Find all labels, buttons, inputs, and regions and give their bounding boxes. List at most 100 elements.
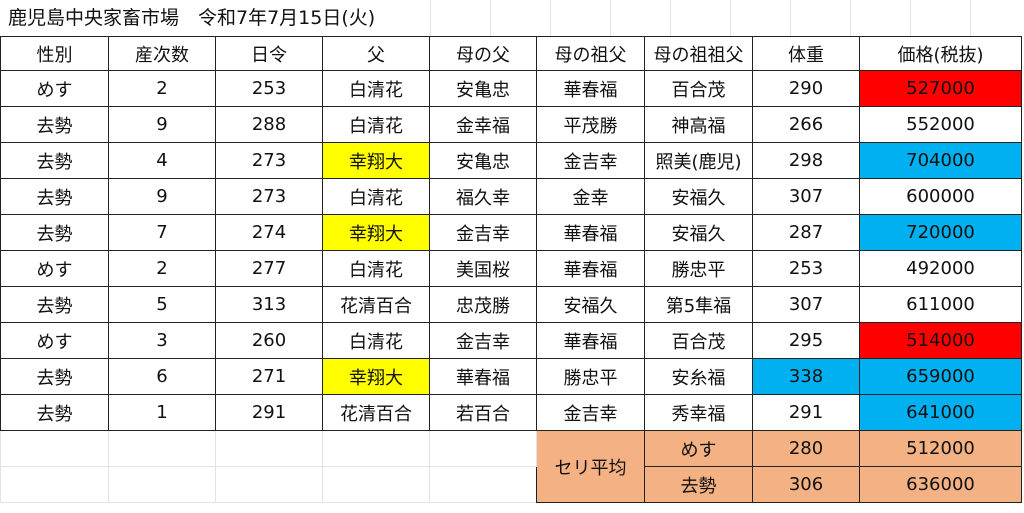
cell-dam-great-grandsire[interactable]: 神高福: [644, 106, 753, 143]
empty-cell[interactable]: [0, 430, 109, 467]
header-sire[interactable]: 父: [322, 36, 430, 71]
cell-price[interactable]: 704000: [859, 142, 1022, 179]
empty-cell[interactable]: [322, 466, 430, 503]
cell-weight[interactable]: 338: [752, 358, 860, 395]
cell-dam-great-grandsire[interactable]: 百合茂: [644, 322, 753, 359]
cell-sire[interactable]: 白清花: [322, 106, 430, 143]
cell-parity[interactable]: 6: [108, 358, 216, 395]
cell-weight[interactable]: 298: [752, 142, 860, 179]
cell-price[interactable]: 492000: [859, 250, 1022, 287]
cell-sex[interactable]: 去勢: [0, 106, 109, 143]
cell-age-days[interactable]: 273: [215, 178, 323, 215]
empty-cell[interactable]: [429, 430, 537, 467]
cell-sex[interactable]: めす: [0, 250, 109, 287]
cell-dam-great-grandsire[interactable]: 第5隼福: [644, 286, 753, 323]
cell-age-days[interactable]: 277: [215, 250, 323, 287]
cell-parity[interactable]: 5: [108, 286, 216, 323]
cell-sire[interactable]: 白清花: [322, 178, 430, 215]
cell-sire[interactable]: 白清花: [322, 322, 430, 359]
empty-cell[interactable]: [108, 430, 216, 467]
cell-price[interactable]: 527000: [859, 70, 1022, 107]
cell-dam-grandsire[interactable]: 平茂勝: [536, 106, 645, 143]
cell-dam-sire[interactable]: 金吉幸: [429, 214, 537, 251]
cell-weight[interactable]: 253: [752, 250, 860, 287]
cell-price[interactable]: 600000: [859, 178, 1022, 215]
cell-sire[interactable]: 幸翔大: [322, 358, 430, 395]
cell-sex[interactable]: めす: [0, 322, 109, 359]
cell-dam-grandsire[interactable]: 安福久: [536, 286, 645, 323]
cell-sire[interactable]: 幸翔大: [322, 214, 430, 251]
cell-dam-grandsire[interactable]: 華春福: [536, 70, 645, 107]
header-parity[interactable]: 産次数: [108, 36, 216, 71]
cell-age-days[interactable]: 271: [215, 358, 323, 395]
empty-cell[interactable]: [429, 466, 537, 503]
cell-dam-grandsire[interactable]: 華春福: [536, 322, 645, 359]
empty-cell[interactable]: [215, 466, 323, 503]
cell-sex[interactable]: めす: [0, 70, 109, 107]
average-weight[interactable]: 306: [752, 466, 860, 503]
cell-weight[interactable]: 295: [752, 322, 860, 359]
cell-price[interactable]: 641000: [859, 394, 1022, 431]
cell-age-days[interactable]: 291: [215, 394, 323, 431]
cell-weight[interactable]: 307: [752, 286, 860, 323]
cell-parity[interactable]: 4: [108, 142, 216, 179]
average-price[interactable]: 636000: [859, 466, 1022, 503]
cell-dam-great-grandsire[interactable]: 安糸福: [644, 358, 753, 395]
cell-age-days[interactable]: 260: [215, 322, 323, 359]
cell-parity[interactable]: 9: [108, 106, 216, 143]
average-weight[interactable]: 280: [752, 430, 860, 467]
cell-weight[interactable]: 266: [752, 106, 860, 143]
empty-cell[interactable]: [108, 466, 216, 503]
header-weight[interactable]: 体重: [752, 36, 860, 71]
cell-dam-grandsire[interactable]: 金吉幸: [536, 142, 645, 179]
cell-parity[interactable]: 9: [108, 178, 216, 215]
header-dam-sire[interactable]: 母の父: [429, 36, 537, 71]
cell-weight[interactable]: 307: [752, 178, 860, 215]
average-sex[interactable]: 去勢: [644, 466, 753, 503]
cell-sex[interactable]: 去勢: [0, 214, 109, 251]
cell-sire[interactable]: 白清花: [322, 70, 430, 107]
cell-dam-grandsire[interactable]: 金吉幸: [536, 394, 645, 431]
cell-sex[interactable]: 去勢: [0, 178, 109, 215]
cell-age-days[interactable]: 253: [215, 70, 323, 107]
cell-price[interactable]: 552000: [859, 106, 1022, 143]
header-age-days[interactable]: 日令: [215, 36, 323, 71]
cell-age-days[interactable]: 274: [215, 214, 323, 251]
cell-sire[interactable]: 幸翔大: [322, 142, 430, 179]
cell-age-days[interactable]: 288: [215, 106, 323, 143]
cell-dam-grandsire[interactable]: 華春福: [536, 250, 645, 287]
cell-sex[interactable]: 去勢: [0, 358, 109, 395]
cell-weight[interactable]: 290: [752, 70, 860, 107]
cell-dam-sire[interactable]: 福久幸: [429, 178, 537, 215]
cell-dam-great-grandsire[interactable]: 百合茂: [644, 70, 753, 107]
cell-dam-great-grandsire[interactable]: 勝忠平: [644, 250, 753, 287]
cell-price[interactable]: 720000: [859, 214, 1022, 251]
cell-dam-grandsire[interactable]: 勝忠平: [536, 358, 645, 395]
cell-sex[interactable]: 去勢: [0, 394, 109, 431]
cell-weight[interactable]: 291: [752, 394, 860, 431]
cell-dam-great-grandsire[interactable]: 安福久: [644, 214, 753, 251]
cell-parity[interactable]: 2: [108, 250, 216, 287]
cell-parity[interactable]: 3: [108, 322, 216, 359]
cell-dam-great-grandsire[interactable]: 秀幸福: [644, 394, 753, 431]
cell-parity[interactable]: 1: [108, 394, 216, 431]
average-sex[interactable]: めす: [644, 430, 753, 467]
header-price[interactable]: 価格(税抜): [859, 36, 1022, 71]
cell-dam-grandsire[interactable]: 華春福: [536, 214, 645, 251]
cell-sire[interactable]: 白清花: [322, 250, 430, 287]
cell-dam-great-grandsire[interactable]: 照美(鹿児): [644, 142, 753, 179]
cell-sex[interactable]: 去勢: [0, 286, 109, 323]
cell-parity[interactable]: 7: [108, 214, 216, 251]
header-dam-great-grandsire[interactable]: 母の祖祖父: [644, 36, 753, 71]
cell-dam-sire[interactable]: 安亀忠: [429, 70, 537, 107]
cell-dam-sire[interactable]: 金吉幸: [429, 322, 537, 359]
cell-dam-sire[interactable]: 金幸福: [429, 106, 537, 143]
cell-dam-sire[interactable]: 華春福: [429, 358, 537, 395]
cell-dam-grandsire[interactable]: 金幸: [536, 178, 645, 215]
average-price[interactable]: 512000: [859, 430, 1022, 467]
cell-weight[interactable]: 287: [752, 214, 860, 251]
cell-dam-sire[interactable]: 美国桜: [429, 250, 537, 287]
header-sex[interactable]: 性別: [0, 36, 109, 71]
cell-sex[interactable]: 去勢: [0, 142, 109, 179]
cell-dam-sire[interactable]: 安亀忠: [429, 142, 537, 179]
